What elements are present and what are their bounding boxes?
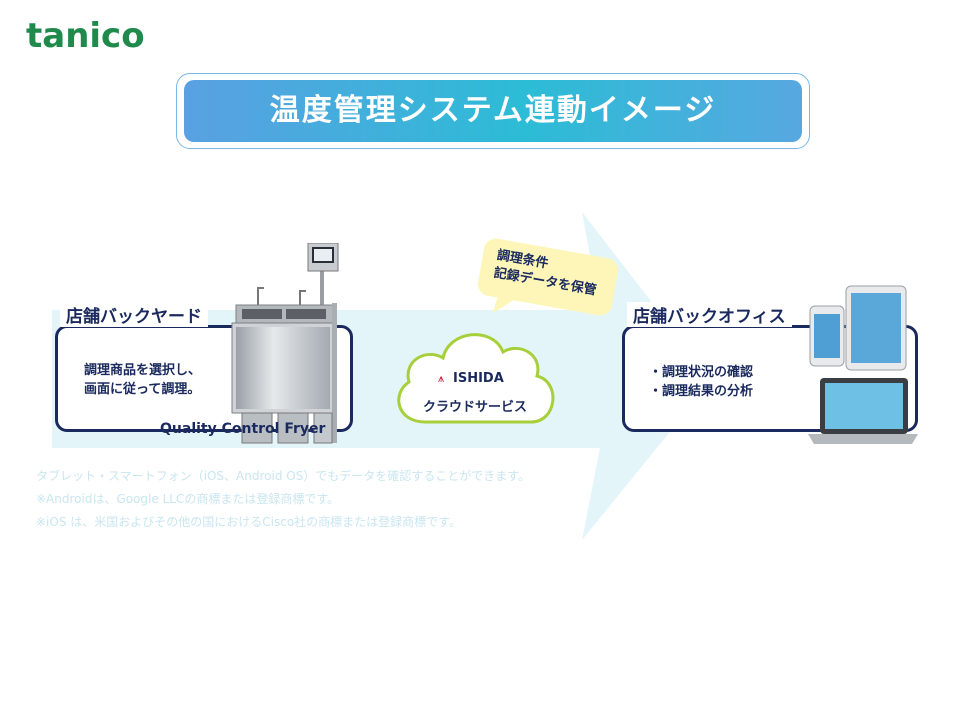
back-office-text: ・調理状況の確認 ・調理結果の分析 xyxy=(649,363,753,401)
cloud-service: クラウドサービス xyxy=(422,400,527,415)
back-office-line: ・調理結果の分析 xyxy=(649,384,754,399)
note-line: ※iOS は、米国およびその他の国におけるCisco社の商標または登録商標です。 xyxy=(36,515,461,529)
ishida-logo-icon: ⩚ xyxy=(438,372,445,385)
note-line: タブレット・スマートフォン（iOS、Android OS）でもデータを確認するこ… xyxy=(36,469,531,483)
storage-bubble: 調理条件 記録データを保管 xyxy=(476,237,620,318)
back-yard-line: 調理商品を選択し、 xyxy=(84,363,202,378)
title-banner xyxy=(184,80,802,142)
back-yard-label: 店舗バックヤード xyxy=(60,302,208,327)
back-office-line: ・調理状況の確認 xyxy=(649,365,754,380)
back-yard-text: 調理商品を選択し、 画面に従って調理。 xyxy=(84,361,201,399)
cloud-brand: ISHIDA xyxy=(453,371,504,386)
back-yard-line: 画面に従って調理。 xyxy=(84,382,201,397)
cloud-shape xyxy=(397,333,555,424)
back-office-label: 店舗バックオフィス xyxy=(627,302,792,327)
page-title: 温度管理システム連動イメージ xyxy=(269,93,717,128)
devices-image xyxy=(808,285,918,444)
fryer-image xyxy=(231,243,339,444)
note-line: ※Androidは、Google LLCの商標または登録商標です。 xyxy=(36,492,340,506)
product-name: Quality Control Fryer xyxy=(160,421,326,437)
tanico-logo: tanico xyxy=(26,16,145,56)
